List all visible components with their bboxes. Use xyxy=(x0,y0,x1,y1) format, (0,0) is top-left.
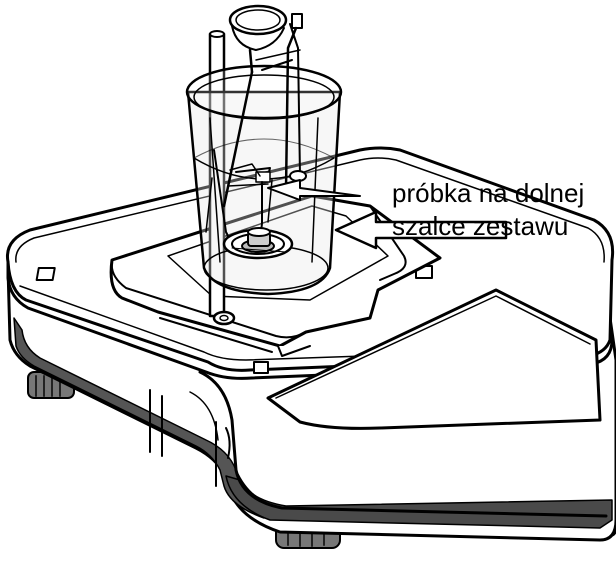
arrow-back xyxy=(228,180,360,200)
lower-pan-sample xyxy=(224,228,292,258)
arrow-pointer xyxy=(336,212,506,248)
upper-pan-hanger xyxy=(224,6,302,206)
annotation-line-1: próbka na dolnej xyxy=(392,178,585,208)
annotation-line-2: szalce zestawu xyxy=(392,211,569,241)
